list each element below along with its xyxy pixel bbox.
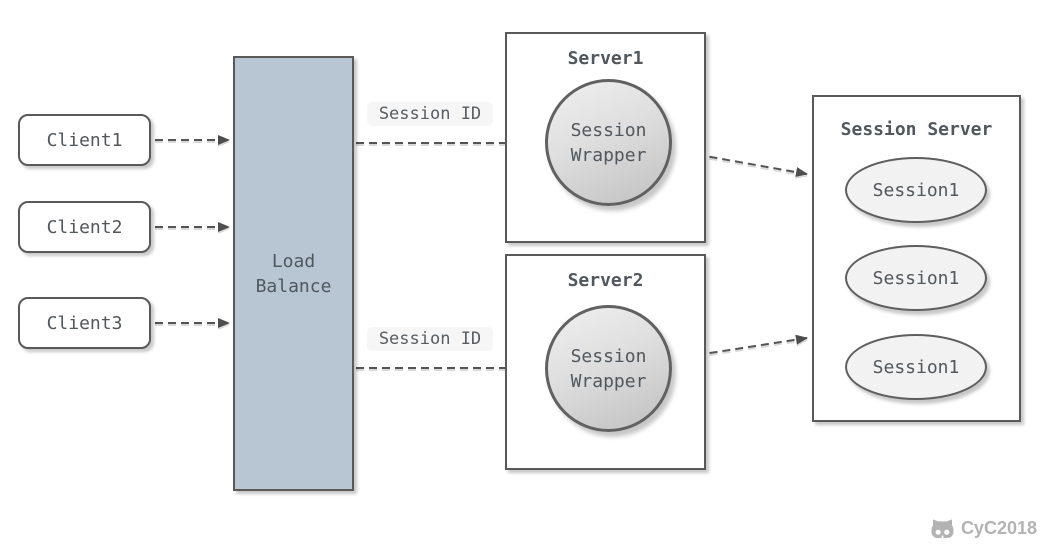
client2-node: Client2	[18, 201, 151, 253]
client3-label: Client3	[46, 312, 123, 334]
session-item-1-label: Session1	[872, 179, 960, 201]
session-id-text-top: Session ID	[378, 104, 482, 124]
session-item-1: Session1	[845, 157, 987, 223]
server1-session-wrapper-label: Session Wrapper	[570, 119, 647, 166]
client2-label: Client2	[46, 216, 123, 238]
session-item-2-label: Session1	[872, 267, 960, 289]
cat-logo-icon	[930, 518, 955, 539]
client1-node: Client1	[18, 114, 151, 166]
session-item-2: Session1	[845, 245, 987, 311]
watermark: CyC2018	[930, 518, 1037, 539]
server1-title: Server1	[567, 48, 644, 69]
load-balance-label: Load Balance	[255, 250, 332, 297]
session-item-3: Session1	[845, 334, 987, 400]
server2-session-wrapper: Session Wrapper	[545, 305, 672, 432]
session-server-title: Session Server	[840, 119, 993, 140]
client3-node: Client3	[18, 297, 151, 349]
watermark-text: CyC2018	[960, 518, 1037, 538]
server2-session-wrapper-label: Session Wrapper	[570, 345, 647, 392]
session-id-label-bottom: Session ID	[367, 327, 493, 351]
client1-label: Client1	[46, 129, 123, 151]
server2-title: Server2	[567, 270, 644, 291]
session-id-label-top: Session ID	[367, 102, 493, 126]
server1-session-wrapper: Session Wrapper	[545, 79, 672, 206]
session-item-3-label: Session1	[872, 356, 960, 378]
server2-node: Server2	[505, 254, 706, 470]
load-balance-node: Load Balance	[233, 56, 354, 491]
session-id-text-bottom: Session ID	[378, 329, 482, 349]
